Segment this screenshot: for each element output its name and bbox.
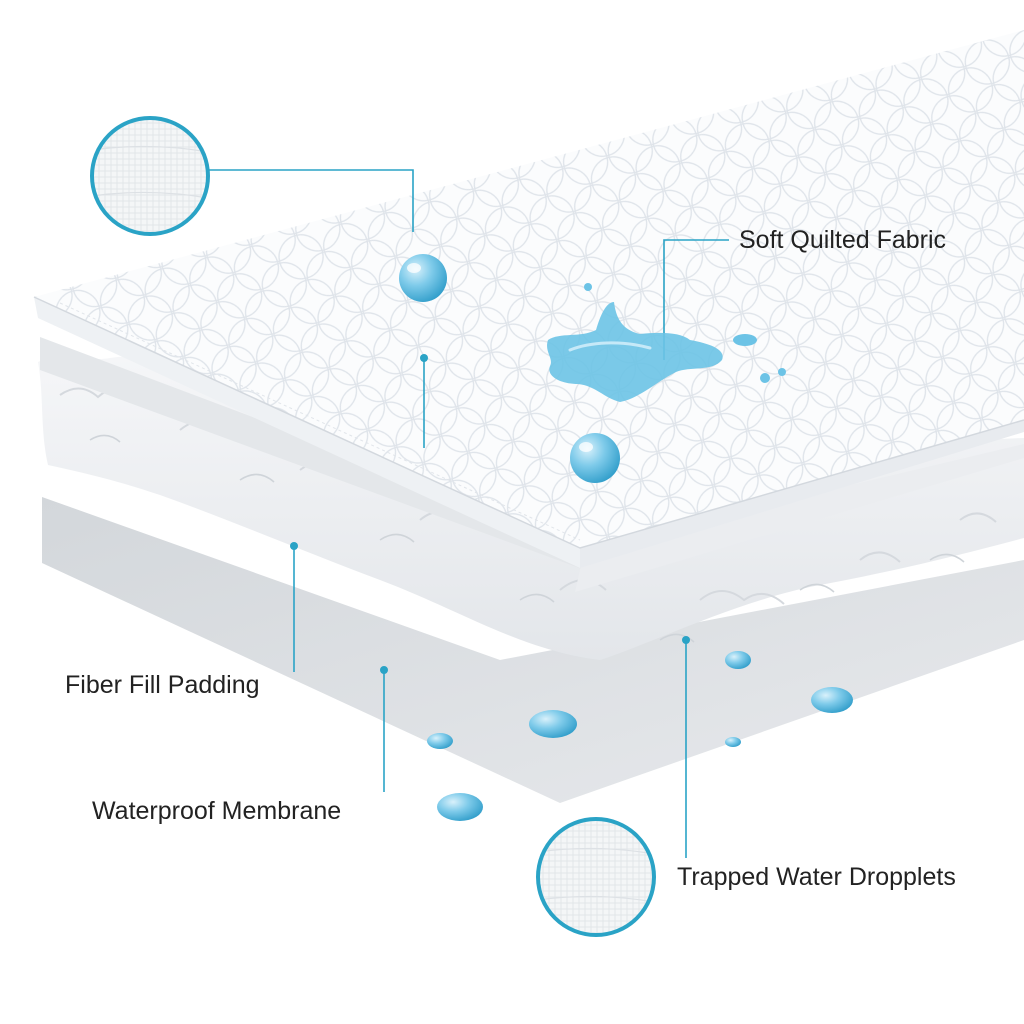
fabric-texture-magnifier-icon: [90, 116, 210, 236]
fiber-fill-padding-label: Fiber Fill Padding: [65, 671, 260, 699]
water-splash-icon: [547, 283, 786, 402]
trapped-water-droplets-label: Trapped Water Dropplets: [677, 863, 956, 891]
callout-dots: [290, 354, 690, 674]
waterproof-membrane-layer: [42, 497, 1024, 803]
middle-sheet-layer: [40, 337, 1024, 592]
soft-quilted-fabric-label: Soft Quilted Fabric: [739, 226, 947, 254]
callout-lines: [208, 169, 729, 858]
fabric-texture-magnifier-icon: [536, 817, 656, 937]
waterproof-membrane-label: Waterproof Membrane: [92, 797, 342, 825]
soft-quilted-fabric-layer: [33, 30, 1024, 568]
water-droplet-icon: [399, 254, 853, 821]
